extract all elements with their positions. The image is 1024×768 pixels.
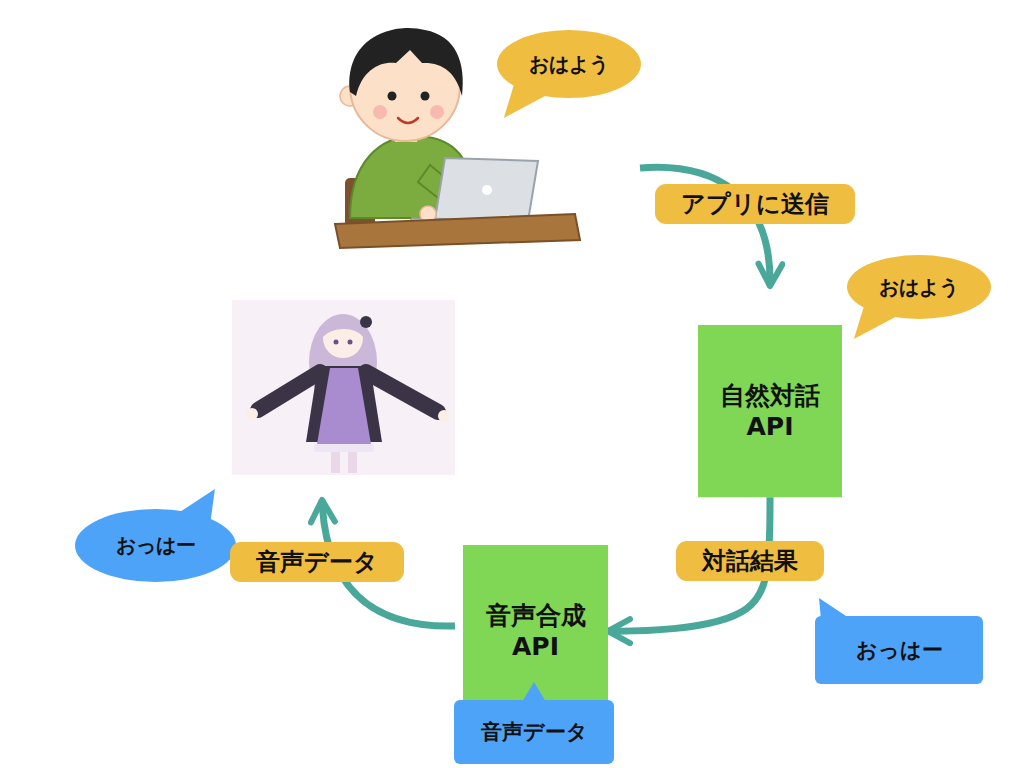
- edge-label: 対話結果: [676, 541, 824, 581]
- character-illustration: [232, 300, 455, 475]
- mouth: [398, 118, 418, 123]
- arrow-label: アプリに送信: [655, 184, 855, 224]
- eye: [388, 92, 397, 101]
- hair: [350, 28, 463, 96]
- eye: [421, 92, 430, 101]
- desk: [335, 214, 580, 248]
- text-area: おはよう: [845, 253, 993, 321]
- hair-fringe: [322, 318, 364, 338]
- text-area: おっはー: [815, 616, 983, 684]
- dress: [316, 368, 372, 450]
- hand: [246, 408, 258, 420]
- node-outline: [463, 545, 608, 717]
- text-area: 音声データ: [454, 700, 614, 764]
- left-arm: [258, 372, 320, 410]
- cheek: [430, 105, 444, 119]
- text-area: おっはー: [73, 507, 238, 584]
- eye: [334, 340, 339, 345]
- hand: [438, 410, 450, 422]
- node-shape: [698, 325, 842, 497]
- node-text: おっはー: [116, 533, 196, 558]
- speech-bubble: おっはー: [73, 487, 238, 584]
- character-background: [232, 300, 455, 475]
- node-outline: [815, 616, 983, 684]
- node-outline: [522, 682, 546, 702]
- node-text: 音声合成 API: [481, 600, 591, 663]
- node-outline: [847, 255, 991, 319]
- node-outline: [75, 509, 236, 582]
- node-text: おっはー: [856, 637, 943, 663]
- right-arm: [366, 372, 438, 412]
- node-text: おはよう: [529, 52, 609, 77]
- arrow-label: 音声データ: [230, 542, 404, 582]
- dress-frill: [314, 444, 374, 452]
- callout-box: おっはー: [815, 596, 983, 684]
- leg: [331, 452, 340, 473]
- node-text: 自然対話 API: [715, 380, 825, 443]
- laptop-logo: [482, 185, 492, 195]
- node-outline: [698, 325, 842, 497]
- node-outline: [497, 30, 641, 98]
- text-area: おはよう: [495, 28, 643, 100]
- eye: [348, 340, 353, 345]
- text-area: 音声合成 API: [463, 545, 608, 717]
- laptop-screen: [435, 158, 538, 221]
- api-box: 音声合成 API: [463, 545, 608, 717]
- node-text: 音声データ: [481, 719, 588, 745]
- node-text: おはよう: [879, 275, 959, 300]
- leg: [348, 452, 357, 473]
- speech-bubble: おはよう: [495, 28, 643, 120]
- hair-ornament: [360, 316, 372, 328]
- api-box: 自然対話 API: [698, 325, 842, 497]
- speech-bubble: おはよう: [845, 253, 993, 341]
- callout-box: 音声データ: [454, 680, 614, 764]
- cheek: [373, 105, 387, 119]
- text-area: 自然対話 API: [698, 325, 842, 497]
- node-outline: [454, 700, 614, 764]
